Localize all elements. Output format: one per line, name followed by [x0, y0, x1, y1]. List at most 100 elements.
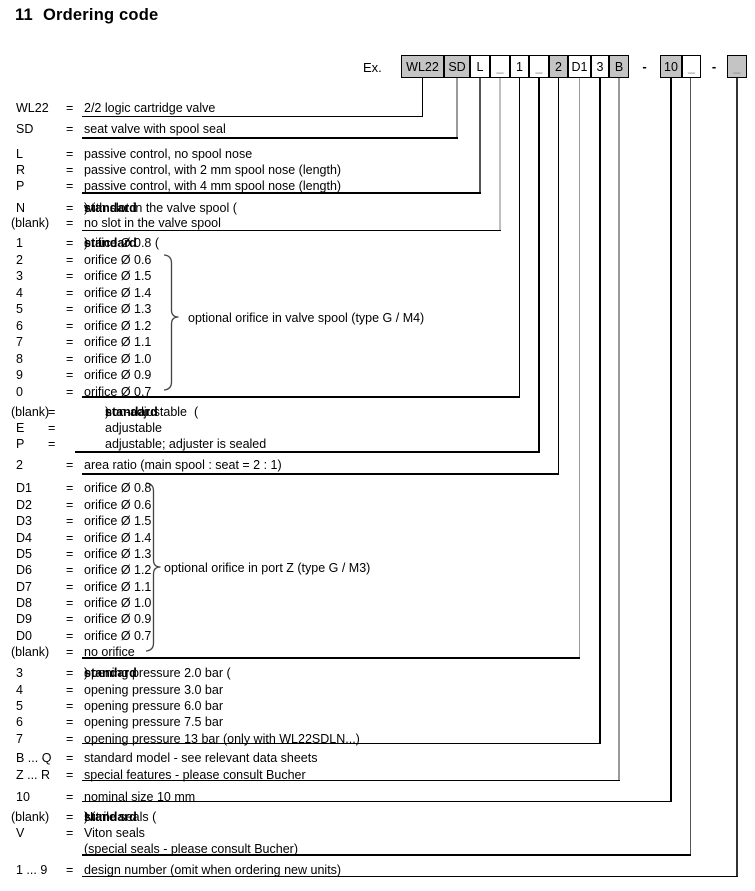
- code-row: 3=opening pressure 2.0 bar (standard): [0, 665, 755, 681]
- connector-line: [421, 78, 424, 118]
- code-box: D1: [568, 55, 591, 78]
- equals-sign: =: [66, 595, 74, 610]
- page-title: Ordering code: [43, 6, 159, 24]
- code-row: (blank)=Nitrile seals (standard): [0, 809, 755, 825]
- description-segment: standard: [84, 666, 137, 680]
- code-row: 1=orifice Ø 0.8 (standard): [0, 235, 755, 251]
- section-number: 11: [15, 6, 33, 24]
- row-underline: [82, 800, 672, 803]
- row-underline: [82, 115, 424, 118]
- row-underline: [82, 779, 620, 782]
- description-segment: 2/2 logic cartridge valve: [84, 100, 216, 115]
- equals-sign: =: [66, 731, 74, 746]
- code-value: 8: [16, 351, 23, 366]
- dash-separator: -: [711, 59, 717, 74]
- code-row: 9=orifice Ø 0.9: [0, 367, 755, 383]
- description-segment: orifice Ø 0.7: [84, 628, 152, 643]
- connector-line: [499, 78, 501, 232]
- code-value: (blank): [11, 645, 50, 659]
- code-value: 2: [16, 252, 23, 267]
- code-row: 1 ... 9=design number (omit when orderin…: [0, 862, 755, 878]
- code-row: L=passive control, no spool nose: [0, 146, 755, 162]
- equals-sign: =: [66, 146, 74, 161]
- code-value: 6: [16, 318, 23, 333]
- equals-sign: =: [66, 825, 74, 840]
- equals-sign: =: [66, 236, 74, 250]
- equals-sign: =: [66, 563, 74, 577]
- code-value: L: [16, 146, 23, 161]
- description-segment: non-adjustable (: [105, 404, 199, 419]
- code-row: D8=orifice Ø 1.0: [0, 595, 755, 611]
- row-underline: [75, 451, 540, 453]
- description-segment: opening pressure 6.0 bar: [84, 698, 223, 713]
- code-row: N=with slot in the valve spool (standard…: [0, 200, 755, 216]
- code-row: 5=orifice Ø 1.3: [0, 301, 755, 317]
- equals-sign: =: [66, 100, 74, 115]
- description-segment: standard: [105, 404, 158, 419]
- row-underline: [82, 137, 458, 139]
- description-segment: orifice Ø 1.1: [84, 335, 152, 349]
- connector-line: [456, 78, 458, 139]
- code-row: 4=opening pressure 3.0 bar: [0, 682, 755, 698]
- code-value: 2: [16, 457, 23, 472]
- code-row: 6=opening pressure 7.5 bar: [0, 714, 755, 730]
- description-segment: area ratio (main spool : seat = 2 : 1): [84, 457, 282, 472]
- row-underline: [82, 742, 601, 745]
- description-segment: no orifice: [84, 645, 135, 659]
- row-underline: [82, 854, 692, 856]
- code-value: (blank): [11, 404, 50, 419]
- equals-sign: =: [66, 216, 74, 230]
- description-segment: special features - please consult Bucher: [84, 767, 306, 782]
- dash-separator: -: [642, 59, 647, 74]
- brace-caption: optional orifice in port Z (type G / M3): [164, 561, 371, 575]
- description-segment: orifice Ø 1.4: [84, 530, 152, 545]
- description-segment: nominal size 10 mm: [84, 789, 196, 804]
- code-value: (blank): [11, 809, 50, 824]
- code-row: D4=orifice Ø 1.4: [0, 530, 755, 546]
- row-underline: [82, 192, 481, 194]
- code-value: WL22: [16, 100, 49, 115]
- description-segment: orifice Ø 0.9: [84, 368, 152, 382]
- code-value: Z ... R: [16, 767, 51, 782]
- equals-sign: =: [66, 628, 74, 643]
- code-box: WL22: [401, 55, 444, 78]
- description-segment: ): [84, 200, 89, 215]
- description-segment: standard: [84, 809, 137, 824]
- code-row: 4=orifice Ø 1.4: [0, 285, 755, 301]
- description-segment: opening pressure 13 bar (only with WL22S…: [84, 731, 360, 746]
- equals-sign: =: [66, 579, 74, 594]
- description-segment: orifice Ø 1.5: [84, 269, 152, 283]
- code-value: 3: [16, 269, 23, 283]
- equals-sign: =: [66, 767, 74, 782]
- code-value: D9: [16, 612, 32, 626]
- equals-sign: =: [66, 285, 74, 300]
- description-segment: standard: [84, 200, 137, 215]
- description-segment: orifice Ø 1.3: [84, 546, 152, 561]
- equals-sign: =: [66, 809, 74, 824]
- description-segment: orifice Ø 1.1: [84, 579, 152, 594]
- description-segment: orifice Ø 0.9: [84, 612, 152, 626]
- code-box-placeholder: _: [490, 55, 510, 78]
- description-segment: orifice Ø 1.0: [84, 595, 152, 610]
- code-box: 2: [549, 55, 568, 78]
- code-row: SD=seat valve with spool seal: [0, 121, 755, 137]
- code-row: 0=orifice Ø 0.7: [0, 384, 755, 400]
- description-segment: orifice Ø 0.8 (: [84, 236, 160, 250]
- equals-sign: =: [66, 302, 74, 316]
- equals-sign: =: [66, 862, 74, 877]
- description-segment: standard: [84, 236, 137, 250]
- equals-sign: =: [66, 514, 74, 528]
- equals-sign: =: [66, 682, 74, 697]
- description-segment: passive control, with 2 mm spool nose (l…: [84, 162, 342, 177]
- code-row: (special seals - please consult Bucher): [0, 841, 755, 857]
- code-row: 7=orifice Ø 1.1: [0, 334, 755, 350]
- description-segment: orifice Ø 0.6: [84, 497, 152, 512]
- description-segment: orifice Ø 1.2: [84, 563, 152, 577]
- code-row: 3=orifice Ø 1.5: [0, 268, 755, 284]
- code-box-placeholder: _: [682, 55, 701, 78]
- code-row: D5=orifice Ø 1.3: [0, 546, 755, 562]
- code-value: 3: [16, 666, 23, 680]
- code-row: (blank)=no slot in the valve spool: [0, 215, 755, 231]
- row-underline: [82, 657, 581, 659]
- code-value: 4: [16, 682, 23, 697]
